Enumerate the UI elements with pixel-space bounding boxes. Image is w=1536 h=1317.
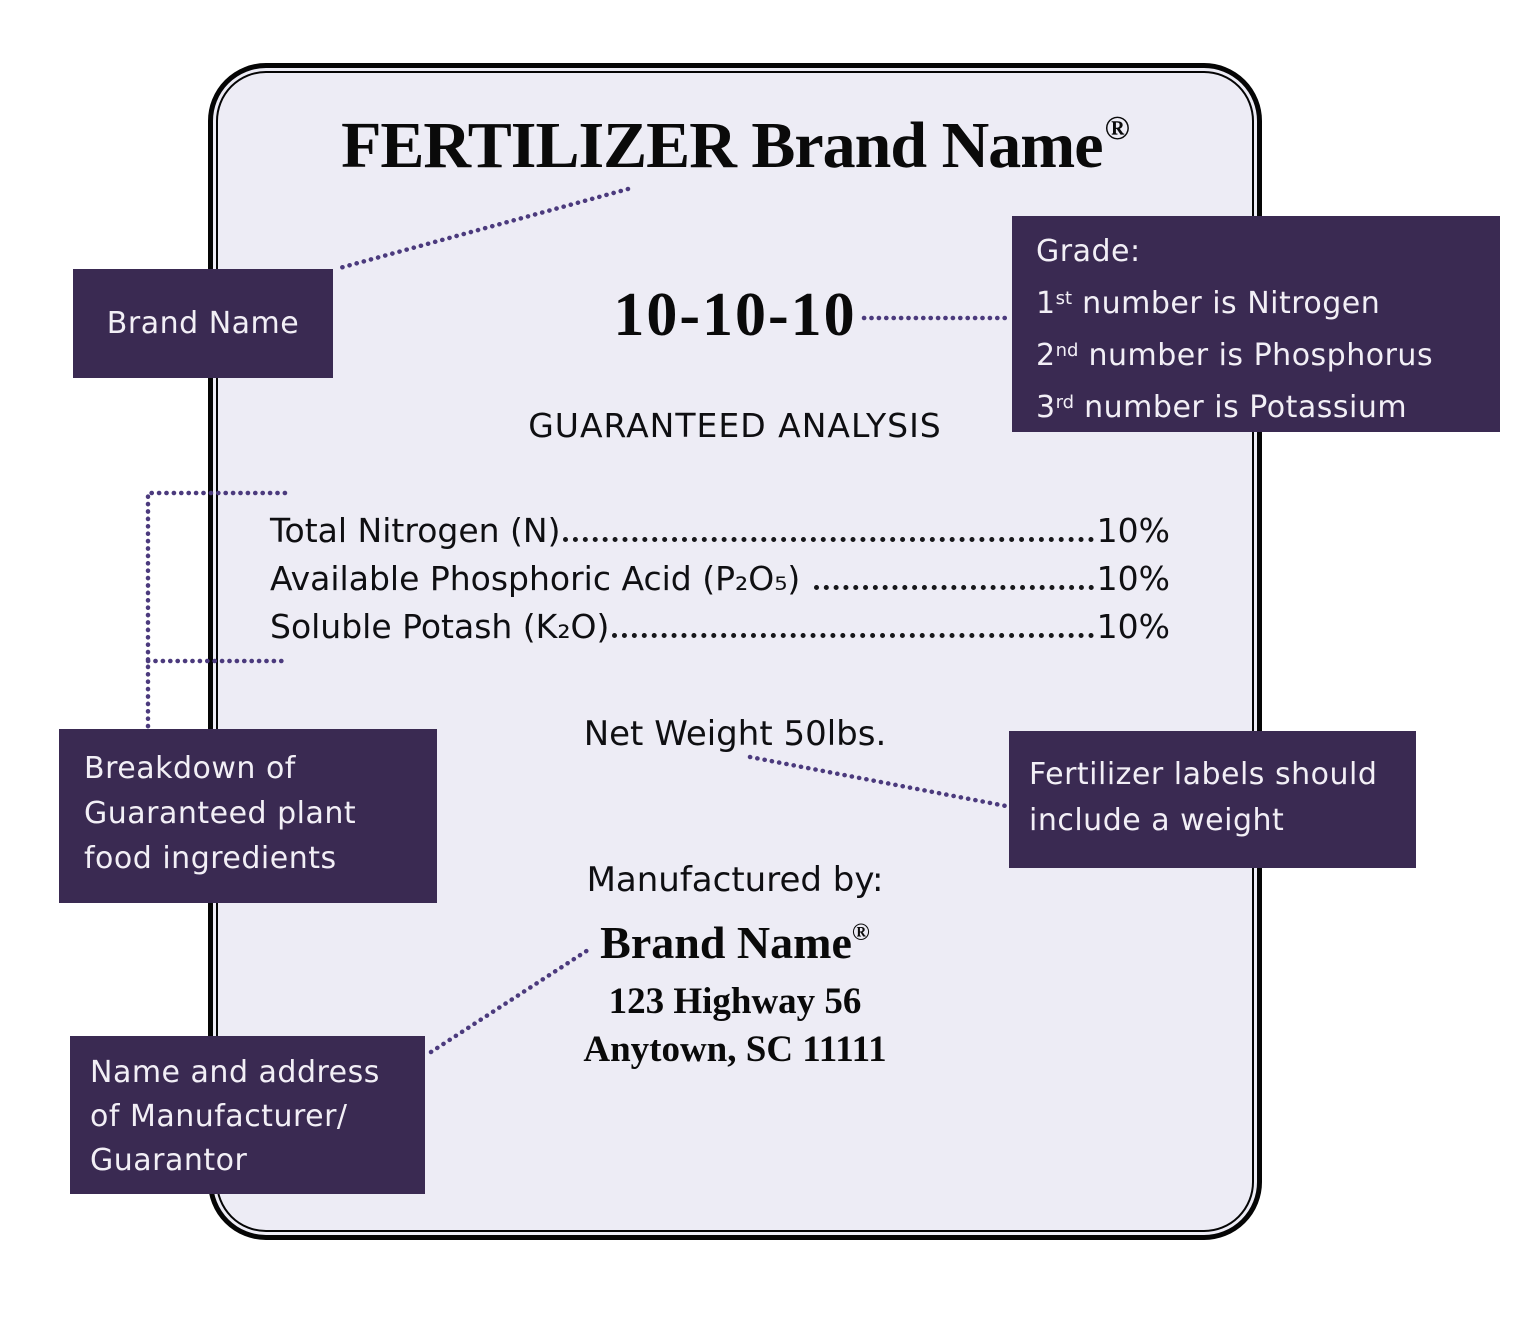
analysis-value: 10% <box>1096 559 1170 598</box>
analysis-value: 10% <box>1096 607 1170 646</box>
ordinal-text: number is Nitrogen <box>1072 286 1381 321</box>
analysis-name: Soluble Potash (K₂O) <box>270 607 610 646</box>
callout-address-line-3: Guarantor <box>90 1143 248 1178</box>
callout-weight-line-2: include a weight <box>1029 803 1285 838</box>
analysis-row-phosphoric-acid: Available Phosphoric Acid (P₂O₅) 10% <box>270 559 1170 607</box>
callout-weight-line-1: Fertilizer labels should <box>1029 757 1378 792</box>
analysis-row-potash: Soluble Potash (K₂O) 10% <box>270 607 1170 655</box>
manufacturer-address-line1: 123 Highway 56 <box>608 981 862 1022</box>
grade-number: 10-10-10 <box>613 281 857 349</box>
callout-grade-line-3: 3rd number is Potassium <box>1036 379 1490 431</box>
ordinal: 3 <box>1036 390 1056 425</box>
callout-address-line-2: of Manufacturer/ <box>90 1099 348 1134</box>
analysis-name: Total Nitrogen (N) <box>270 511 561 550</box>
callout-grade-title: Grade: <box>1036 234 1141 269</box>
manufacturer-name-text: Brand Name <box>600 917 852 968</box>
label-title: FERTILIZER Brand Name® <box>213 109 1257 183</box>
callout-grade-line-1: 1st number is Nitrogen <box>1036 275 1490 327</box>
manufacturer-address-line2: Anytown, SC 11111 <box>583 1029 887 1070</box>
analysis-row-nitrogen: Total Nitrogen (N) 10% <box>270 511 1170 559</box>
callout-weight: Fertilizer labels should include a weigh… <box>1009 731 1416 868</box>
analysis-value: 10% <box>1096 511 1170 550</box>
leader-dots <box>612 633 1094 638</box>
guaranteed-analysis-heading: GUARANTEED ANALYSIS <box>528 406 942 445</box>
net-weight: Net Weight 50lbs. <box>583 714 887 754</box>
callout-brand-name: Brand Name <box>73 269 333 378</box>
callout-breakdown: Breakdown of Guaranteed plant food ingre… <box>59 729 437 903</box>
callout-grade: Grade: 1st number is Nitrogen 2nd number… <box>1012 216 1500 432</box>
callout-breakdown-line-2: Guaranteed plant <box>84 796 357 831</box>
analysis-rows: Total Nitrogen (N) 10% Available Phospho… <box>270 511 1170 655</box>
ordinal-suffix: nd <box>1055 340 1079 361</box>
label-title-text: FERTILIZER Brand Name <box>341 109 1103 182</box>
callout-breakdown-line-1: Breakdown of <box>84 751 296 786</box>
analysis-name: Available Phosphoric Acid (P₂O₅) <box>270 559 811 598</box>
leader-dots <box>563 537 1094 542</box>
callout-breakdown-line-3: food ingredients <box>84 841 337 876</box>
callout-address-line-1: Name and address <box>90 1055 380 1090</box>
ordinal-suffix: rd <box>1055 392 1075 413</box>
manufactured-by-heading: Manufactured by: <box>586 860 884 900</box>
registered-trademark-symbol: ® <box>1104 110 1130 147</box>
ordinal-suffix: st <box>1055 288 1073 309</box>
manufacturer-name: Brand Name® <box>213 916 1257 969</box>
ordinal-text: number is Potassium <box>1074 390 1408 425</box>
ordinal: 1 <box>1036 286 1056 321</box>
ordinal: 2 <box>1036 338 1056 373</box>
callout-grade-line-2: 2nd number is Phosphorus <box>1036 327 1490 379</box>
ordinal-text: number is Phosphorus <box>1078 338 1434 373</box>
registered-trademark-symbol: ® <box>851 920 870 946</box>
callout-brand-name-label: Brand Name <box>106 306 300 341</box>
callout-address: Name and address of Manufacturer/ Guaran… <box>70 1036 425 1194</box>
leader-dots <box>813 585 1094 590</box>
